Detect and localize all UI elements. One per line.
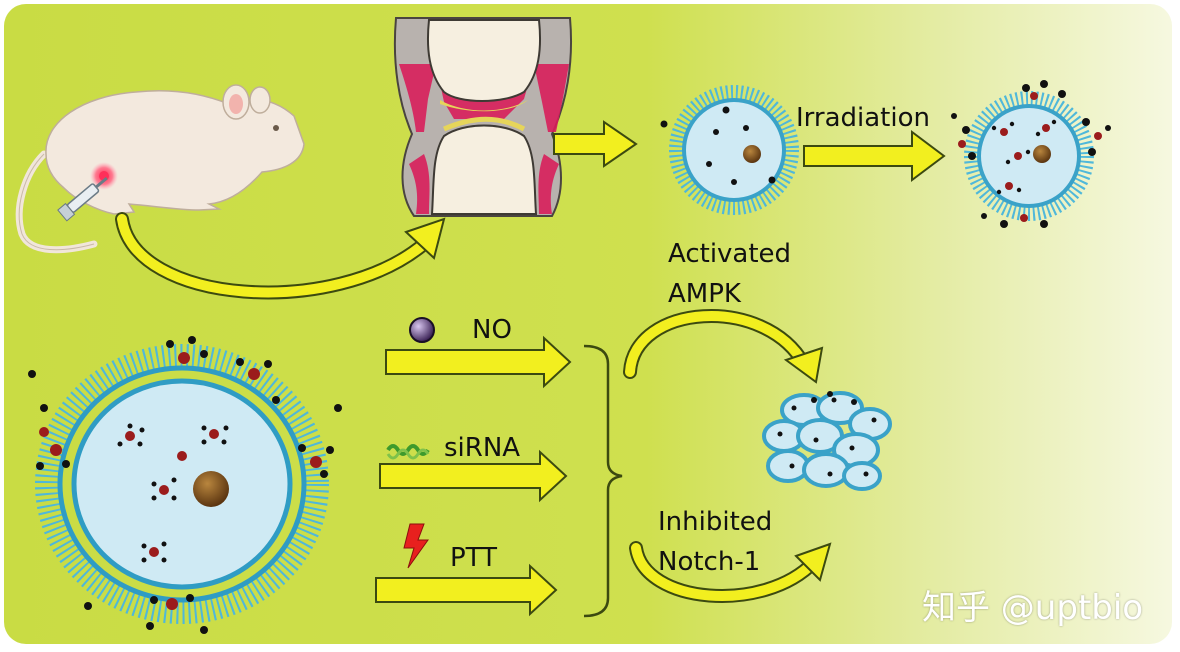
activated-ampk-arrow (623, 309, 824, 384)
sirna-strand-icon (386, 444, 430, 460)
label-inhibited: Inhibited (658, 507, 773, 537)
label-notch: Notch-1 (658, 547, 761, 577)
syringe-icon (57, 176, 108, 222)
knee-joint-icon (393, 17, 573, 217)
label-activated: Activated (668, 239, 792, 269)
cell-cluster-icon (762, 391, 892, 491)
mouse-icon (15, 84, 305, 254)
irradiated-vesicle-icon (951, 80, 1111, 228)
convergence-bracket (583, 344, 623, 618)
sirna-arrow (379, 449, 568, 503)
diagram-panel: Irradiation Activated AMPK NO siRNA PTT … (4, 4, 1172, 644)
nucleus (193, 471, 229, 507)
irradiation-arrow (803, 130, 946, 182)
no-particle-icon (409, 317, 435, 343)
large-vesicle-icon (28, 336, 342, 634)
inhibited-notch-arrow (629, 541, 832, 603)
label-ampk: AMPK (668, 279, 741, 309)
no-arrow (385, 335, 572, 389)
label-no: NO (472, 315, 512, 345)
curved-arrow-to-joint (115, 212, 446, 300)
watermark: 知乎 @uptbio (922, 588, 1144, 628)
arrow-to-vesicle (553, 120, 638, 168)
lightning-icon (403, 523, 429, 569)
label-ptt: PTT (450, 543, 497, 573)
vesicle-icon (660, 85, 799, 215)
label-sirna: siRNA (444, 433, 521, 463)
diagram-artwork (15, 17, 1111, 634)
ptt-arrow (375, 563, 558, 617)
label-irradiation: Irradiation (796, 103, 930, 133)
